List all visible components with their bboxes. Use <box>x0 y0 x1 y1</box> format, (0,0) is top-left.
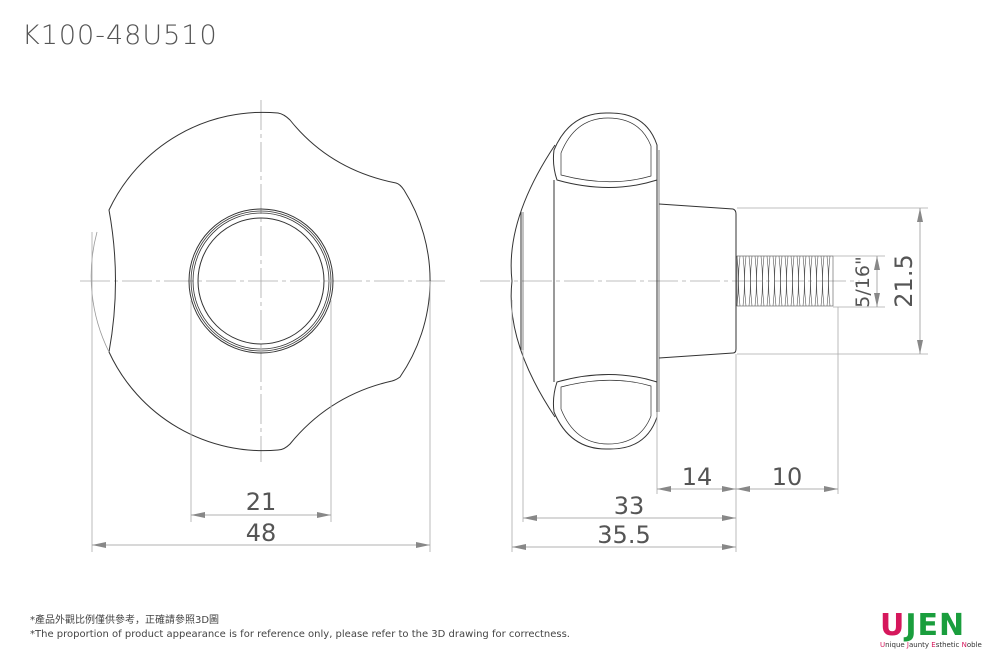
dim-outer-dia: 48 <box>246 519 277 547</box>
dim-thread-length: 10 <box>772 463 803 491</box>
dim-bore-dia: 21 <box>246 488 277 516</box>
drawing-title: K100-48U510 <box>22 20 218 51</box>
front-view: 21 48 <box>80 100 445 552</box>
dim-hub-dia: 21.5 <box>890 254 918 307</box>
dim-thread-size: 5/16" <box>852 256 874 307</box>
ujen-logo: UJEN Unique Jaunty Esthetic Noble <box>880 611 982 650</box>
disclaimer-notes: *產品外觀比例僅供參考，正確請參照3D圖 *The proportion of … <box>30 614 570 642</box>
side-view: 5/16" 21.5 14 10 33 35.5 <box>480 112 928 552</box>
logo-tagline: Unique Jaunty Esthetic Noble <box>880 641 982 649</box>
note-chinese: *產品外觀比例僅供參考，正確請參照3D圖 <box>30 615 220 626</box>
logo-u: U <box>880 608 906 643</box>
dim-total-length: 35.5 <box>597 521 650 549</box>
thread <box>736 255 834 307</box>
dim-hub-length: 14 <box>682 463 713 491</box>
note-english: *The proportion of product appearance is… <box>30 629 570 640</box>
logo-jen: JEN <box>905 608 966 643</box>
dim-length-33: 33 <box>614 492 645 520</box>
